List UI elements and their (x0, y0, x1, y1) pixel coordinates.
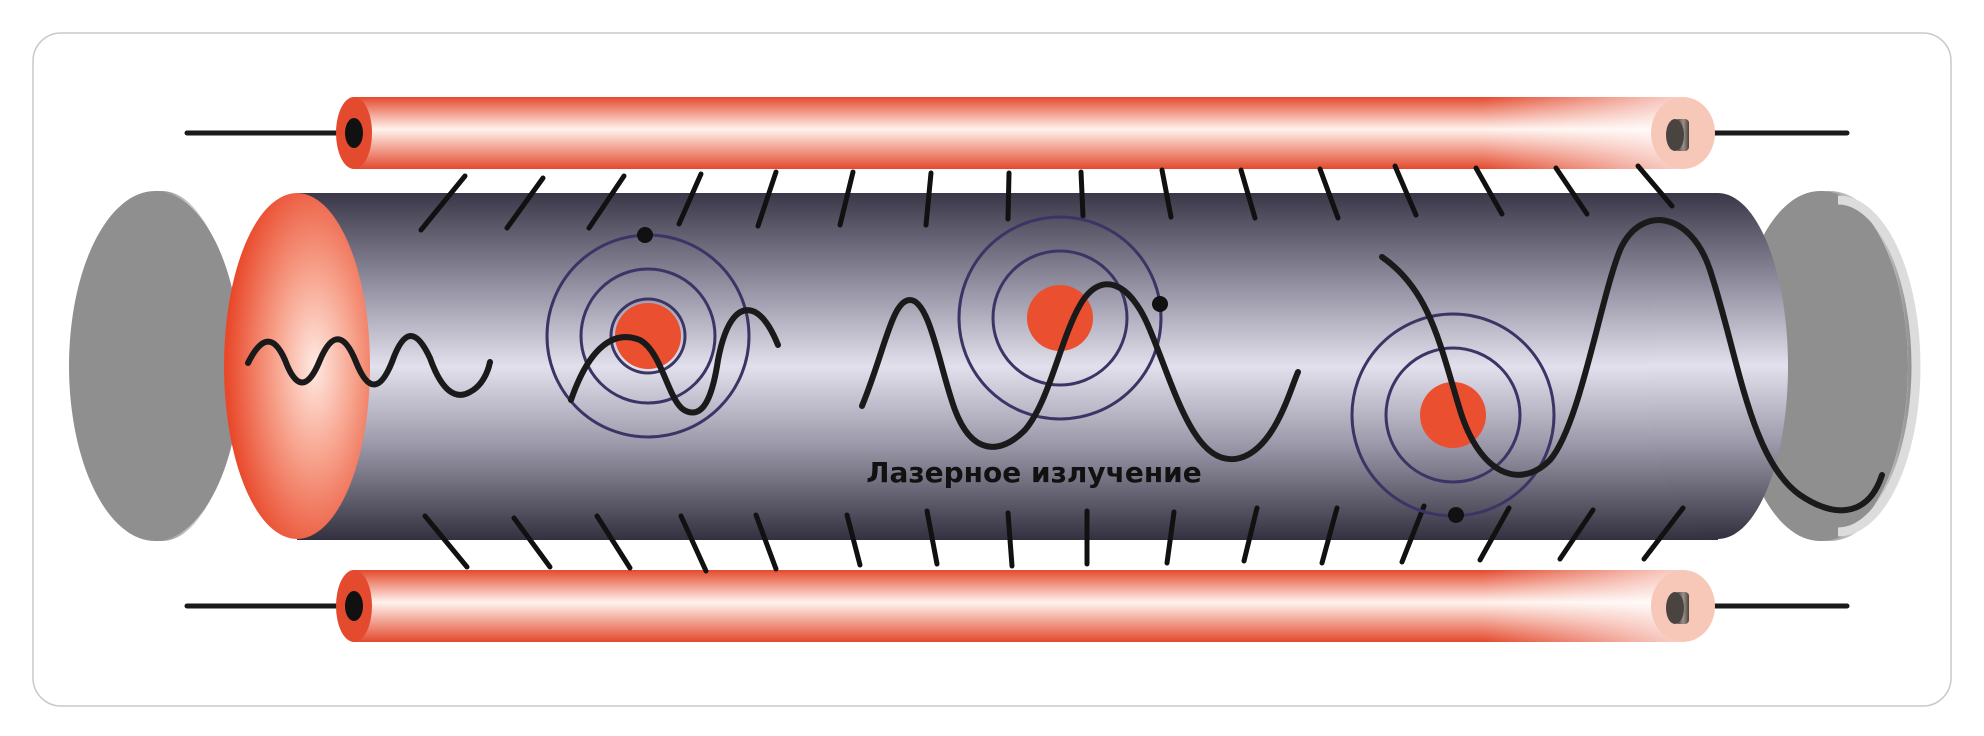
wave-2 (568, 307, 781, 416)
atom-orbit (1384, 346, 1522, 484)
bottom-flash-lamp (184, 570, 1850, 642)
left-mirror (69, 191, 241, 541)
wave-3 (859, 281, 1301, 463)
wave-1 (245, 333, 493, 398)
atom-nucleus (1027, 285, 1093, 351)
light-waves (245, 217, 1885, 514)
atom-orbit (991, 249, 1129, 387)
electron (637, 227, 653, 243)
pump-light-rays (418, 163, 1686, 574)
atom-orbit (579, 267, 717, 405)
atom-nucleus (615, 303, 681, 369)
diagram-caption: Лазерное излучение (866, 456, 1202, 489)
top-flash-lamp (184, 97, 1850, 169)
atom-1 (545, 227, 751, 439)
electron (1152, 296, 1168, 312)
laser-rod (224, 193, 1788, 540)
atom-orbit (957, 215, 1163, 421)
atom-orbit (609, 297, 687, 375)
atom-2 (957, 215, 1168, 421)
electron (1448, 507, 1464, 523)
wave-4 (1379, 217, 1885, 514)
rod-output-end (224, 193, 370, 539)
